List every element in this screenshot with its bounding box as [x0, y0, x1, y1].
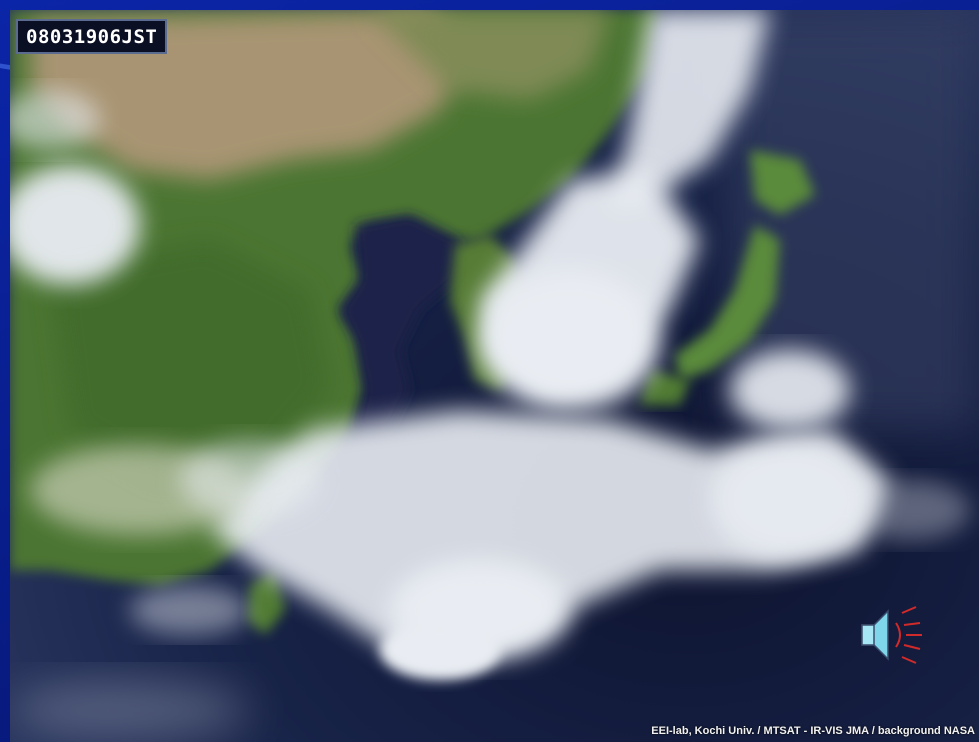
- timestamp-label: 08031906JST: [16, 19, 168, 54]
- satellite-image-art: [10, 10, 979, 742]
- image-credit: EEI-lab, Kochi Univ. / MTSAT - IR-VIS JM…: [651, 725, 975, 737]
- satellite-image: 08031906JST EEI-lab, Kochi Univ. / MTSAT…: [10, 10, 979, 742]
- speaker-icon: [861, 606, 922, 664]
- audio-button[interactable]: [858, 603, 924, 667]
